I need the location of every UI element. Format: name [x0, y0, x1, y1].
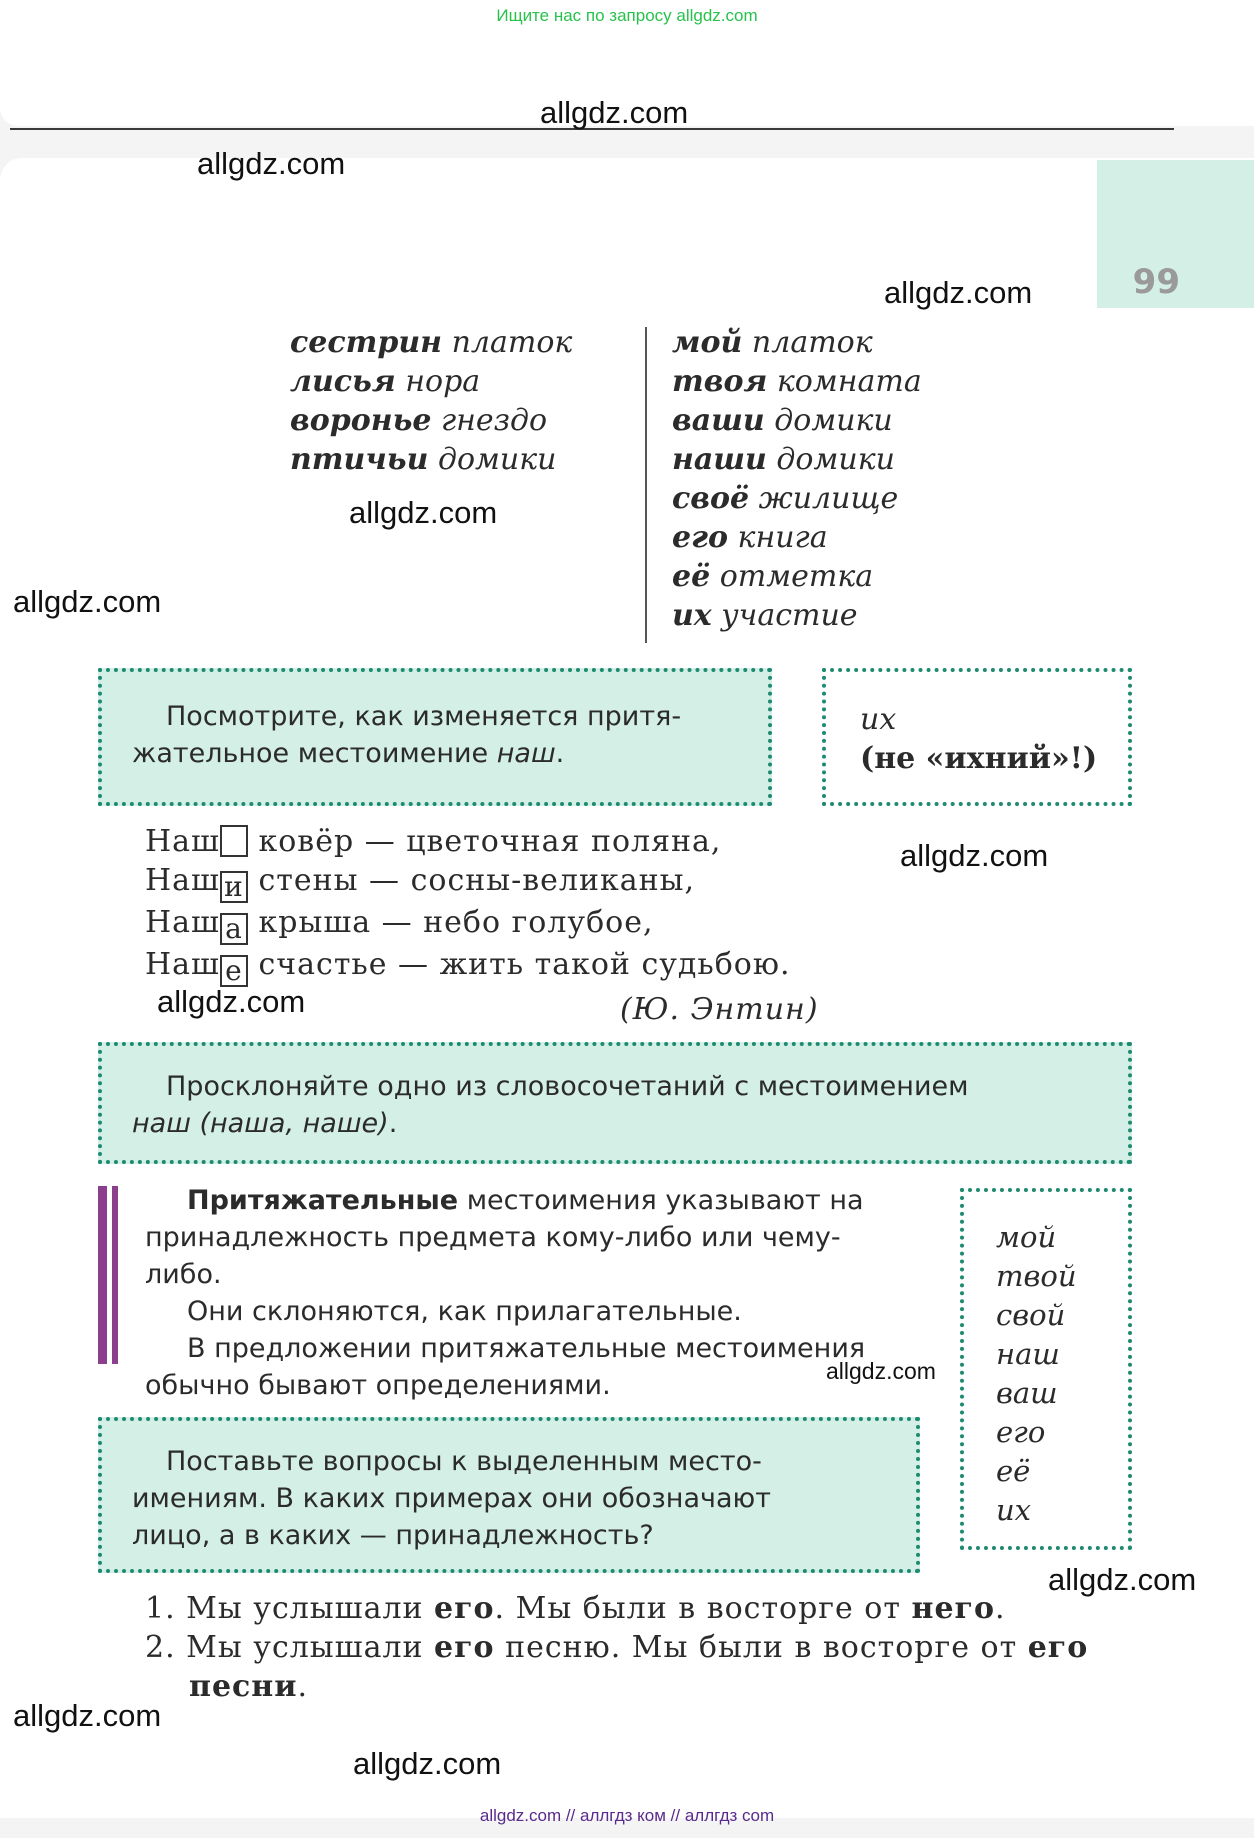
word-pair: лисья нора	[290, 364, 481, 399]
example-2: 2. Мы услышали его песню. Мы были в вост…	[145, 1630, 1089, 1665]
poem-author: (Ю. Энтин)	[620, 992, 819, 1027]
word-pair: его книга	[672, 520, 828, 555]
example-2-cont: песни.	[189, 1669, 309, 1704]
pronoun: свой	[996, 1298, 1066, 1332]
task-box-observe: Посмотрите, как изменяется притя- жатель…	[98, 668, 772, 806]
watermark: allgdz.com	[157, 984, 306, 1019]
page-number: 99	[1132, 262, 1180, 302]
ending-box: и	[219, 871, 248, 903]
right-word-column: мой платок твоя комната ваши домики наши…	[672, 323, 922, 635]
word-pair: воронье гнездо	[290, 403, 548, 438]
watermark: allgdz.com	[13, 584, 162, 619]
pronoun: мой	[996, 1220, 1057, 1254]
page-corner-tab	[1097, 160, 1254, 308]
watermark: allgdz.com	[349, 495, 498, 530]
examples: 1. Мы услышали его. Мы были в восторге о…	[145, 1589, 1145, 1706]
top-note[interactable]: Ищите нас по запросу allgdz.com	[496, 6, 758, 25]
word-pair: наши домики	[672, 442, 895, 477]
previous-page-strip	[0, 34, 1254, 126]
word-pair: птичьи домики	[290, 442, 557, 477]
rule-marker	[112, 1186, 118, 1364]
left-word-column: сестрин платок лисья нора воронье гнездо…	[290, 323, 572, 479]
rule-term: Притяжательные	[187, 1185, 459, 1216]
word-pair: ваши домики	[672, 403, 893, 438]
column-divider	[645, 327, 647, 643]
word-pair: их участие	[672, 598, 858, 633]
task-box-questions: Поставьте вопросы к выделенным место- им…	[98, 1417, 920, 1573]
pronoun: её	[996, 1454, 1031, 1488]
word-pair: сестрин платок	[290, 325, 573, 360]
watermark: allgdz.com	[197, 146, 346, 181]
task-text: Посмотрите, как изменяется притя-	[166, 701, 682, 732]
pronoun: его	[996, 1415, 1046, 1449]
watermark: allgdz.com	[353, 1746, 502, 1781]
word-pair: её отметка	[672, 559, 874, 594]
example-1: 1. Мы услышали его. Мы были в восторге о…	[145, 1591, 1006, 1626]
footer-links[interactable]: allgdz.com // аллгдз ком // аллгдз com	[479, 1806, 775, 1825]
pronoun: ваш	[996, 1376, 1058, 1410]
ending-box: а	[219, 913, 248, 945]
ending-box: е	[219, 955, 248, 987]
word-pair: твоя комната	[672, 364, 922, 399]
note-box: их (не «ихний»!)	[822, 668, 1132, 806]
watermark: allgdz.com	[900, 838, 1049, 873]
pronoun: твой	[996, 1259, 1077, 1293]
top-bar	[0, 0, 1254, 34]
task-box-decline: Просклоняйте одно из словосочетаний с ме…	[98, 1042, 1132, 1164]
pronoun-list-box: мой твой свой наш ваш его её их	[960, 1188, 1132, 1550]
page-divider	[10, 128, 1174, 130]
ending-box	[219, 825, 248, 857]
task-text: Просклоняйте одно из словосочетаний с ме…	[166, 1071, 969, 1102]
pronoun: их	[996, 1493, 1032, 1527]
watermark: allgdz.com	[1048, 1562, 1197, 1597]
watermark: allgdz.com	[13, 1698, 162, 1733]
rule-text: Притяжательные местоимения указывают на …	[145, 1185, 866, 1401]
word-pair: мой платок	[672, 325, 873, 360]
pronoun: наш	[996, 1337, 1060, 1371]
task-text-line2: жательное местоимение наш.	[132, 738, 565, 769]
watermark: allgdz.com	[540, 95, 689, 130]
note-word: их	[860, 702, 897, 737]
watermark: allgdz.com	[826, 1358, 936, 1384]
rule-marker	[98, 1186, 107, 1364]
watermark: allgdz.com	[884, 275, 1033, 310]
poem-line: Наш ковёр — цветочная поляна,	[145, 824, 722, 859]
note-warning: (не «ихний»!)	[860, 741, 1098, 776]
task-text-line2: наш (наша, наше).	[132, 1108, 398, 1139]
word-pair: своё жилище	[672, 481, 899, 516]
